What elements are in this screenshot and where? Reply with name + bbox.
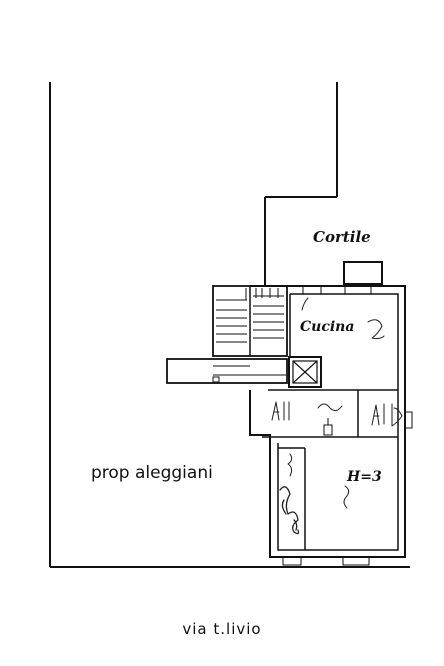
street-label: via t.livio — [182, 620, 262, 638]
stairwell — [212, 285, 288, 357]
kitchen-label: Cucina — [300, 319, 354, 335]
elevator-shaft — [288, 356, 322, 388]
apartment-walls — [249, 285, 413, 566]
neighbor-property-label: prop aleggiani — [91, 463, 213, 483]
balcony — [166, 358, 288, 384]
floor-height-label: H=3 — [346, 469, 382, 485]
handwritten-annotations — [271, 297, 403, 535]
courtyard-label: Cortile — [313, 228, 371, 246]
property-boundary — [49, 82, 410, 568]
courtyard-outline — [264, 82, 383, 285]
